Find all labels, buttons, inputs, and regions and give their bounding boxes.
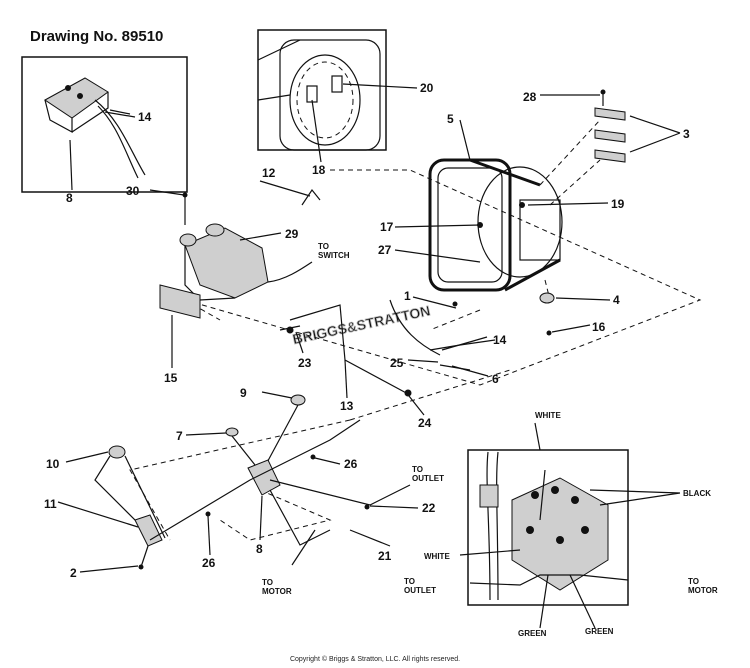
callout-11: 11 <box>44 497 57 511</box>
callout-5: 5 <box>447 112 454 126</box>
washer-and-screw <box>539 292 555 336</box>
callout-13: 13 <box>340 399 354 413</box>
callout-7: 7 <box>176 429 183 443</box>
note-to-motor-1: TO <box>262 578 273 587</box>
drawing-title: Drawing No. 89510 <box>30 28 164 45</box>
note-green-left: GREEN <box>518 629 547 638</box>
inset-reel-frame <box>257 29 387 151</box>
leader-lines <box>57 83 681 573</box>
inset-wiring-detail <box>467 449 629 629</box>
callout-19: 19 <box>611 197 625 211</box>
copyright: Copyright © Briggs & Stratton, LLC. All … <box>289 656 461 663</box>
note-to-outlet-2: OUTLET <box>412 474 444 483</box>
brackets <box>594 89 626 163</box>
callout-28: 28 <box>523 90 537 104</box>
note-to-outlet-inset-2: OUTLET <box>404 586 436 595</box>
note-white-left: WHITE <box>424 552 450 561</box>
callout-29: 29 <box>285 227 299 241</box>
callout-9: 9 <box>240 386 247 400</box>
lower-parts <box>94 394 411 570</box>
callout-17: 17 <box>380 220 394 234</box>
watermark: BRIGGS&STRATTON <box>291 302 432 347</box>
note-to-motor-inset-2: MOTOR <box>688 586 718 595</box>
switch-assembly <box>159 192 313 319</box>
note-white-top: WHITE <box>535 411 561 420</box>
callout-25: 25 <box>390 356 404 370</box>
callout-labels: 1 2 3 4 5 6 7 8 8 9 10 11 12 13 14 14 15… <box>44 81 690 580</box>
callout-30: 30 <box>126 184 140 198</box>
inset-pressure-switch <box>21 56 188 193</box>
callout-8-top: 8 <box>66 191 73 205</box>
reel-frame <box>428 158 563 292</box>
callout-4: 4 <box>613 293 620 307</box>
callout-12: 12 <box>262 166 276 180</box>
callout-20: 20 <box>420 81 434 95</box>
callout-3: 3 <box>683 127 690 141</box>
note-green-right: GREEN <box>585 627 614 636</box>
callout-27: 27 <box>378 243 392 257</box>
callout-26-right: 26 <box>344 457 358 471</box>
note-to-switch-1: TO <box>318 242 329 251</box>
wire-notes: TO SWITCH TO OUTLET TO MOTOR WHITE BLACK… <box>262 242 718 638</box>
note-to-outlet-inset-1: TO <box>404 577 415 586</box>
callout-16: 16 <box>592 320 606 334</box>
note-to-switch-2: SWITCH <box>318 251 350 260</box>
callout-26-left: 26 <box>202 556 216 570</box>
callout-1: 1 <box>404 289 411 303</box>
callout-22: 22 <box>422 501 436 515</box>
callout-14-mid: 14 <box>493 333 507 347</box>
callout-24: 24 <box>418 416 432 430</box>
callout-21: 21 <box>378 549 392 563</box>
callout-14-top: 14 <box>138 110 152 124</box>
callout-18: 18 <box>312 163 326 177</box>
callout-23: 23 <box>298 356 312 370</box>
callout-6: 6 <box>492 372 499 386</box>
callout-10: 10 <box>46 457 60 471</box>
explode-lines <box>129 119 702 541</box>
callout-8-bottom: 8 <box>256 542 263 556</box>
callout-2: 2 <box>70 566 77 580</box>
note-black: BLACK <box>683 489 711 498</box>
note-to-motor-2: MOTOR <box>262 587 292 596</box>
note-to-outlet-1: TO <box>412 465 423 474</box>
callout-15: 15 <box>164 371 178 385</box>
note-to-motor-inset-1: TO <box>688 577 699 586</box>
